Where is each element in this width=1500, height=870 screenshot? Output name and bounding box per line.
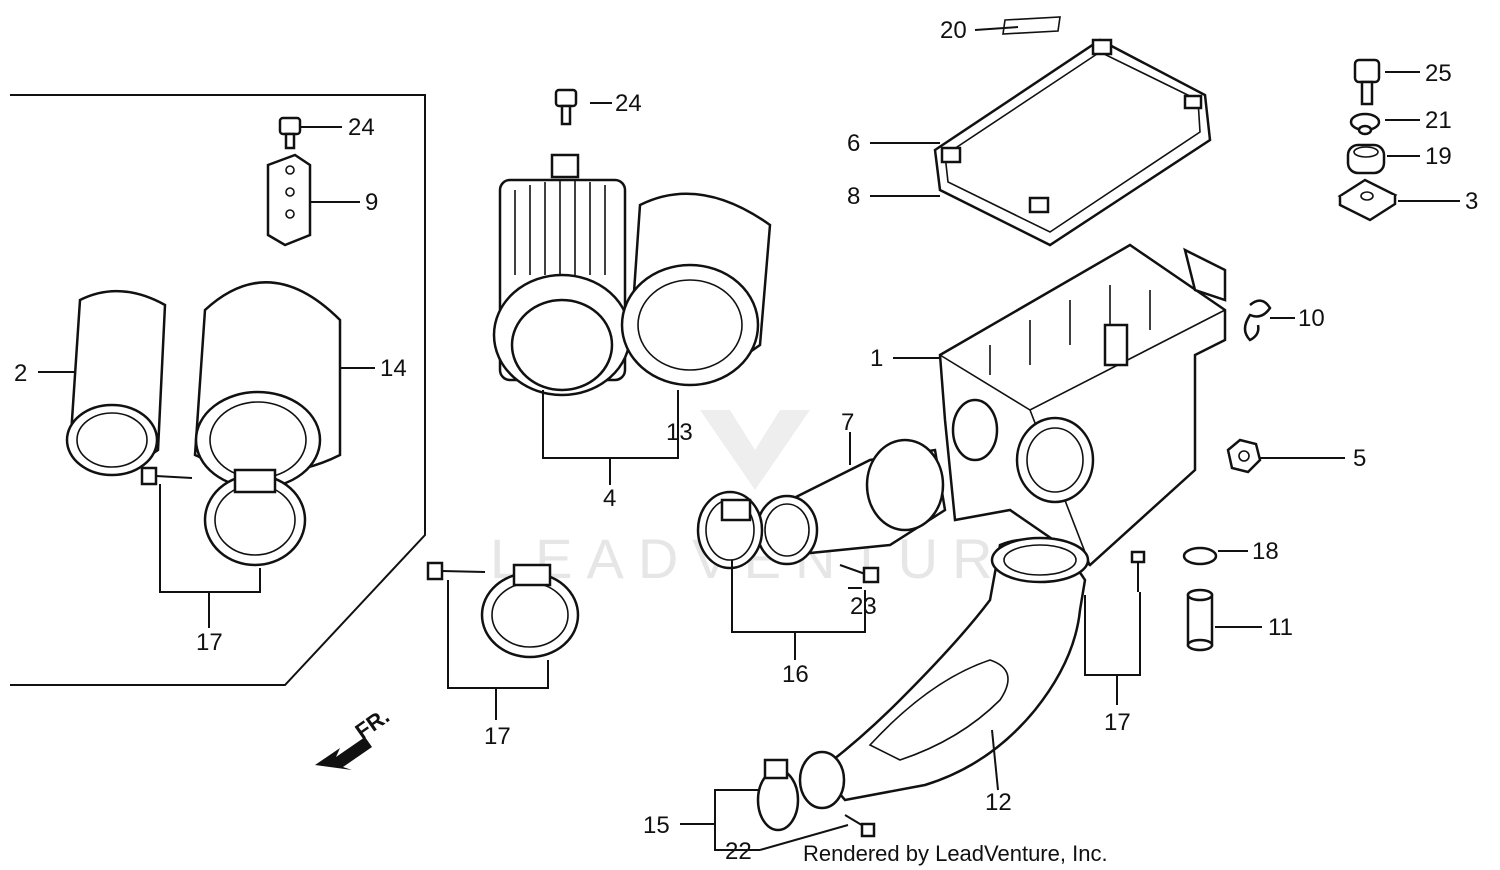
clip-18 bbox=[1182, 546, 1218, 566]
callout-22: 22 bbox=[725, 838, 752, 865]
screw-23 bbox=[839, 564, 880, 584]
callout-14: 14 bbox=[380, 355, 407, 382]
filter-housing-14 bbox=[193, 281, 342, 490]
inset-panel-border bbox=[10, 94, 426, 686]
callout-17-center: 17 bbox=[484, 723, 511, 750]
screw-17-case bbox=[1130, 550, 1146, 592]
tube-clamp-15 bbox=[756, 750, 846, 832]
connecting-tube-12 bbox=[818, 536, 1090, 802]
callout-2: 2 bbox=[14, 360, 27, 387]
callout-7: 7 bbox=[841, 409, 854, 436]
air-cleaner-case bbox=[938, 243, 1227, 567]
callout-6: 6 bbox=[847, 130, 860, 157]
filter-element-4 bbox=[492, 153, 632, 397]
pre-filter-2 bbox=[65, 289, 167, 477]
drain-tube-11 bbox=[1186, 588, 1214, 652]
callout-18: 18 bbox=[1252, 538, 1279, 565]
callout-3: 3 bbox=[1465, 188, 1478, 215]
callout-24-inset: 24 bbox=[348, 114, 375, 141]
callout-23: 23 bbox=[850, 593, 877, 620]
hose-clamp-17-center bbox=[480, 563, 580, 659]
intake-duct-7 bbox=[755, 438, 947, 566]
callout-10: 10 bbox=[1298, 305, 1325, 332]
label-sticker bbox=[1002, 16, 1061, 35]
leader-lines bbox=[38, 26, 1460, 851]
callout-25: 25 bbox=[1425, 60, 1452, 87]
callout-17-inset: 17 bbox=[196, 629, 223, 656]
callout-4: 4 bbox=[603, 485, 616, 512]
callout-8: 8 bbox=[847, 183, 860, 210]
bracket-9 bbox=[266, 153, 312, 247]
grommet-19 bbox=[1346, 143, 1386, 175]
callout-21: 21 bbox=[1425, 107, 1452, 134]
callout-11: 11 bbox=[1268, 614, 1293, 641]
callout-13: 13 bbox=[666, 419, 693, 446]
washer-21 bbox=[1349, 112, 1381, 136]
bolt-24-center bbox=[554, 88, 578, 126]
clip-10 bbox=[1243, 299, 1272, 342]
callout-17-case: 17 bbox=[1104, 709, 1131, 736]
callout-9: 9 bbox=[365, 189, 378, 216]
callout-1: 1 bbox=[870, 345, 883, 372]
callout-24-center: 24 bbox=[615, 90, 642, 117]
bolt-24-inset bbox=[278, 116, 302, 150]
credit-text: Rendered by LeadVenture, Inc. bbox=[803, 841, 1108, 866]
callout-15: 15 bbox=[643, 812, 670, 839]
callout-5: 5 bbox=[1353, 445, 1366, 472]
front-direction-label: FR. bbox=[351, 703, 394, 744]
callout-19: 19 bbox=[1425, 143, 1452, 170]
duct-clamp-16 bbox=[696, 490, 764, 570]
callout-12: 12 bbox=[985, 789, 1012, 816]
collar-3 bbox=[1337, 178, 1398, 222]
front-direction-arrow: FR. bbox=[315, 703, 394, 770]
callout-20: 20 bbox=[940, 17, 967, 44]
hose-clamp-17-inset bbox=[203, 468, 307, 567]
bolt-17-inset bbox=[140, 466, 193, 486]
air-cleaner-cover bbox=[933, 38, 1212, 247]
nut-5 bbox=[1226, 438, 1262, 474]
foam-filter-13 bbox=[620, 192, 772, 387]
bolt-25 bbox=[1353, 58, 1381, 106]
screw-22 bbox=[844, 814, 876, 838]
callout-labels: 20 6 8 1 25 21 19 3 10 5 18 11 7 13 4 23… bbox=[14, 17, 1478, 865]
bolt-17-center bbox=[426, 561, 486, 581]
callout-16: 16 bbox=[782, 661, 809, 688]
